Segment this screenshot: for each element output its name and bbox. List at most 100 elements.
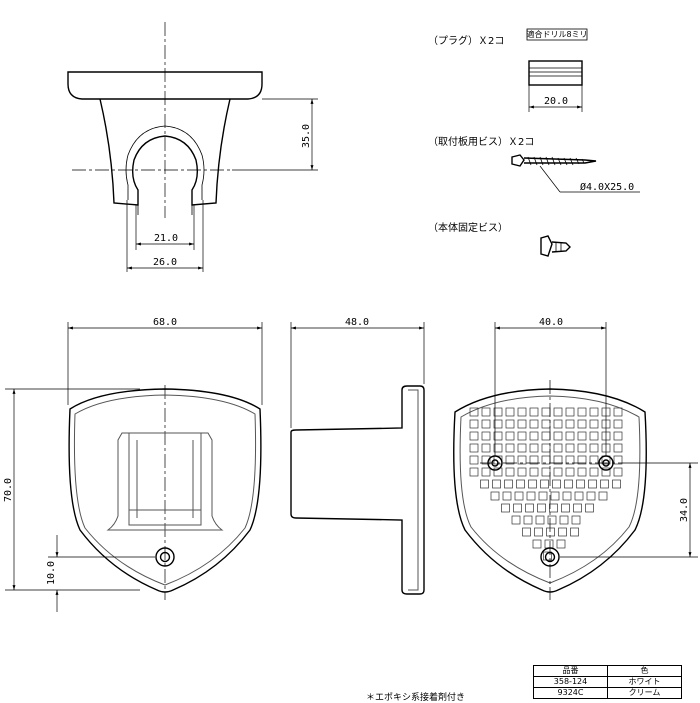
grid-square xyxy=(493,443,503,453)
grid-square xyxy=(576,479,585,489)
grid-square xyxy=(501,503,510,513)
grid-square xyxy=(493,407,503,417)
dim-hole-offset: 10.0 xyxy=(46,535,155,612)
body-screw-label: （本体固定ビス） xyxy=(428,221,508,234)
spec-cell-color: ホワイト xyxy=(607,676,682,688)
drill-label: 適合ドリル8ミリ xyxy=(526,29,587,39)
grid-square xyxy=(544,539,554,549)
spec-header-color: 色 xyxy=(607,665,682,677)
grid-square xyxy=(469,467,479,477)
grid-square xyxy=(529,467,539,477)
spec-header-row: 品番 色 xyxy=(533,665,682,677)
grid-square xyxy=(516,479,525,489)
grid-square xyxy=(517,443,527,453)
grid-square xyxy=(577,467,587,477)
grid-square xyxy=(481,431,491,441)
grid-square xyxy=(588,479,597,489)
grid-square xyxy=(586,491,596,501)
grid-square xyxy=(562,491,572,501)
grid-square xyxy=(523,515,533,525)
grid-square xyxy=(553,419,563,429)
grid-square xyxy=(613,455,623,465)
grid-square xyxy=(505,419,515,429)
grid-square xyxy=(577,407,587,417)
grid-square xyxy=(613,431,623,441)
grid-square xyxy=(529,407,539,417)
grid-square xyxy=(613,443,623,453)
grid-square xyxy=(565,407,575,417)
grid-square xyxy=(535,515,545,525)
grid-square xyxy=(541,467,551,477)
grid-square xyxy=(570,527,579,537)
dim-back-hole-pitch-text: 40.0 xyxy=(539,317,563,328)
grid-square xyxy=(469,407,479,417)
grid-square xyxy=(493,467,503,477)
grid-square xyxy=(511,515,521,525)
dim-front-width-text: 68.0 xyxy=(153,317,177,328)
grid-square xyxy=(543,551,552,561)
grid-square xyxy=(553,467,563,477)
grid-square xyxy=(493,419,503,429)
dim-back-height: 34.0 xyxy=(560,462,698,558)
grid-square xyxy=(565,431,575,441)
spec-cell-part-no: 358-124 xyxy=(533,676,608,688)
grid-square xyxy=(589,455,599,465)
grid-square xyxy=(601,467,611,477)
grid-square xyxy=(481,443,491,453)
grid-square xyxy=(481,419,491,429)
grid-square xyxy=(541,419,551,429)
dim-top-height: 35.0 xyxy=(232,98,318,171)
grid-square xyxy=(529,431,539,441)
grid-square xyxy=(589,407,599,417)
dim-front-width: 68.0 xyxy=(67,317,263,405)
grid-square xyxy=(517,431,527,441)
grid-square xyxy=(553,431,563,441)
grid-square xyxy=(538,491,548,501)
grid-square xyxy=(481,467,491,477)
back-view xyxy=(453,380,647,600)
grid-square xyxy=(565,467,575,477)
grid-square xyxy=(529,455,539,465)
grid-square xyxy=(565,455,575,465)
grid-square xyxy=(532,539,542,549)
grid-square xyxy=(469,455,479,465)
grid-square xyxy=(505,407,515,417)
grid-square xyxy=(547,515,557,525)
grid-square xyxy=(589,419,599,429)
grid-square xyxy=(553,407,563,417)
grid-square xyxy=(558,527,567,537)
adhesive-note: ＊エポキシ系接着剤付き xyxy=(366,693,466,703)
grid-square xyxy=(469,443,479,453)
grid-square xyxy=(553,443,563,453)
dim-inner-width-text: 21.0 xyxy=(154,233,178,244)
grid-square xyxy=(513,503,522,513)
grid-square xyxy=(517,419,527,429)
grid-square xyxy=(600,479,609,489)
dim-outer-width-text: 26.0 xyxy=(153,257,177,268)
grid-square xyxy=(598,491,608,501)
grid-square xyxy=(502,491,512,501)
grid-square xyxy=(537,503,546,513)
grid-square xyxy=(541,443,551,453)
spec-row: 358-124 ホワイト xyxy=(533,676,682,688)
screw-size-text: Ø4.0X25.0 xyxy=(580,181,634,193)
grid-square xyxy=(577,443,587,453)
grid-square xyxy=(529,419,539,429)
dim-front-height: 70.0 xyxy=(3,388,140,591)
grid-square xyxy=(492,479,501,489)
grid-square xyxy=(481,455,491,465)
grid-square xyxy=(565,419,575,429)
dim-side-depth-text: 48.0 xyxy=(345,317,369,328)
grid-square xyxy=(573,503,582,513)
grid-square xyxy=(526,491,536,501)
grid-square xyxy=(613,407,623,417)
grid-square xyxy=(565,443,575,453)
grid-square xyxy=(481,407,491,417)
grid-square xyxy=(589,443,599,453)
screw-part: （取付板用ビス）Ｘ2コ Ø4.0X25.0 xyxy=(428,135,640,193)
front-view xyxy=(68,385,262,600)
grid-square xyxy=(564,479,573,489)
grid-square xyxy=(469,431,479,441)
grid-square xyxy=(517,467,527,477)
